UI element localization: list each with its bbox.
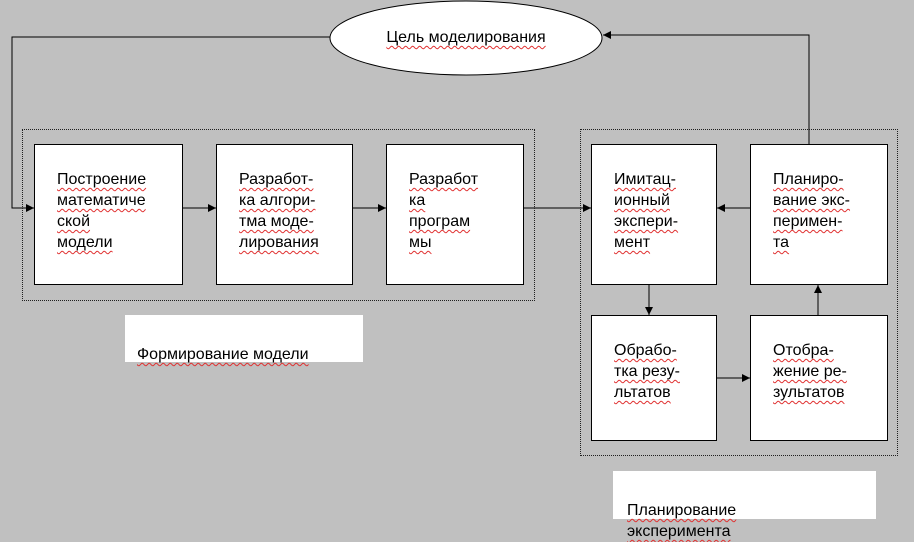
goal-to-model-connector bbox=[11, 36, 330, 212]
planning-label: Планиро- вание экс- перимен- та bbox=[773, 171, 851, 251]
display-block: Отобра- жение ре- зультатов bbox=[750, 315, 888, 441]
processing-block: Обрабо- тка резу- льтатов bbox=[591, 315, 717, 441]
experiment-group-caption: Планирование эксперимента bbox=[613, 471, 876, 540]
experiment-group-frame bbox=[580, 129, 898, 456]
model-group-frame bbox=[22, 129, 535, 301]
planning-to-goal-connector bbox=[603, 31, 810, 145]
goal-label: Цель моделирования bbox=[386, 29, 546, 46]
math-model-label: Построение математиче ской модели bbox=[57, 171, 147, 251]
model-group-caption: Формирование модели bbox=[125, 315, 363, 363]
math-model-block: Построение математиче ской модели bbox=[34, 144, 183, 285]
simulation-block: Имитац- ионный экспери- мент bbox=[591, 144, 717, 285]
connector-layer bbox=[11, 0, 822, 382]
goal-ellipse bbox=[329, 0, 603, 76]
algorithm-block: Разработ- ка алгори- тма моде- лирования bbox=[216, 144, 353, 285]
simulation-label: Имитац- ионный экспери- мент bbox=[614, 171, 679, 251]
planning-block: Планиро- вание экс- перимен- та bbox=[750, 144, 888, 285]
processing-label: Обрабо- тка резу- льтатов bbox=[614, 342, 680, 401]
program-label: Разработ ка програм мы bbox=[409, 171, 479, 251]
program-block: Разработ ка програм мы bbox=[386, 144, 524, 285]
algorithm-label: Разработ- ка алгори- тма моде- лирования bbox=[239, 171, 319, 251]
experiment-group-caption-text: Планирование эксперимента bbox=[627, 502, 737, 540]
display-label: Отобра- жение ре- зультатов bbox=[773, 342, 847, 401]
model-group-caption-text: Формирование модели bbox=[137, 346, 309, 363]
